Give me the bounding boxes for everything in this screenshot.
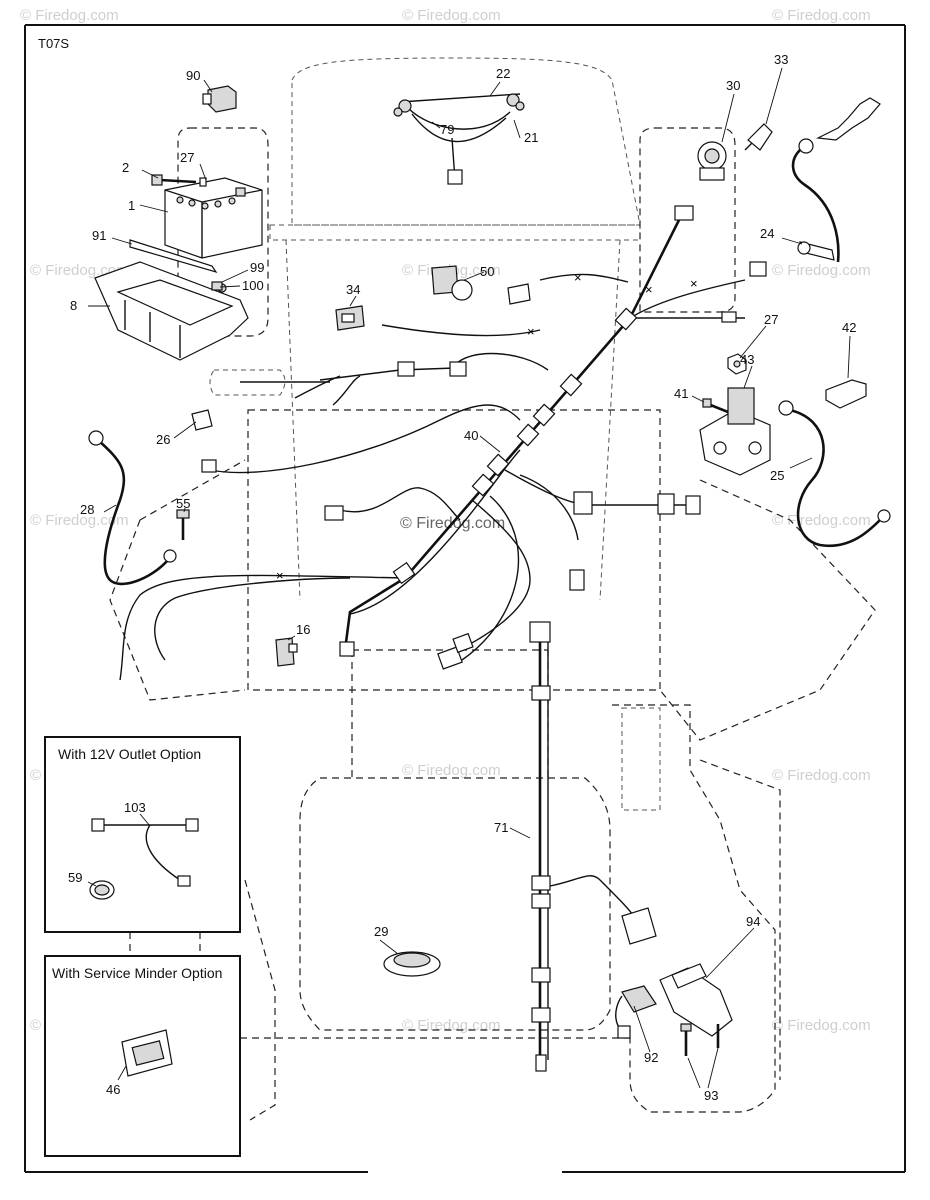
callout-labels: 90 27 2 1 91 99 100 8 22 79 21 30 33 24 … <box>68 52 856 1103</box>
callout-50: 50 <box>480 264 494 279</box>
svg-text:© Firedog.com: © Firedog.com <box>772 7 871 24</box>
callout-40: 40 <box>464 428 478 443</box>
ground-cable <box>88 430 177 586</box>
battery-cable-negative <box>791 97 881 263</box>
reverse-switch-bracket <box>659 963 733 1037</box>
callout-27b: 27 <box>764 312 778 327</box>
svg-text:© Firedog.com: © Firedog.com <box>772 512 871 529</box>
alarm-buzzer <box>383 951 441 977</box>
callout-42: 42 <box>842 320 856 335</box>
seat-switch <box>335 305 365 331</box>
callout-79: 79 <box>440 122 454 137</box>
svg-text:© Firedog.com: © Firedog.com <box>402 1017 501 1034</box>
callout-1: 1 <box>128 198 135 213</box>
callout-100: 100 <box>242 278 264 293</box>
ignition-switch <box>697 141 727 181</box>
reverse-switch <box>615 985 657 1039</box>
callout-21: 21 <box>524 130 538 145</box>
battery-hold-down-knob <box>202 85 237 113</box>
diagram-id: T07S <box>38 36 69 51</box>
power-outlet <box>89 880 115 900</box>
callout-24: 24 <box>760 226 774 241</box>
svg-text:×: × <box>276 568 284 583</box>
callout-16: 16 <box>296 622 310 637</box>
callout-8: 8 <box>70 298 77 313</box>
callout-91: 91 <box>92 228 106 243</box>
solenoid-nut <box>727 353 747 375</box>
svg-text:© Firedog.com: © Firedog.com <box>20 7 119 24</box>
callout-41: 41 <box>674 386 688 401</box>
callout-90: 90 <box>186 68 200 83</box>
battery-tray <box>94 261 249 361</box>
svg-text:© Firedog.com: © Firedog.com <box>772 1017 871 1034</box>
fuse <box>191 409 213 431</box>
service-minder-display <box>121 1029 173 1077</box>
inset-outlet-title: With 12V Outlet Option <box>58 746 201 762</box>
ignition-key <box>744 123 773 151</box>
callout-27a: 27 <box>180 150 194 165</box>
svg-text:© Firedog.com: © Firedog.com <box>402 7 501 24</box>
leader-lines <box>87 67 851 1089</box>
svg-text:×: × <box>645 282 653 297</box>
svg-text:© Firedog.com: © Firedog.com <box>772 767 871 784</box>
callout-55: 55 <box>176 496 190 511</box>
interlock-switch <box>275 637 298 667</box>
outlet-harness <box>91 818 199 887</box>
svg-text:© Firedog.com: © Firedog.com <box>30 512 129 529</box>
callout-28: 28 <box>80 502 94 517</box>
callout-22: 22 <box>496 66 510 81</box>
svg-text:© Firedog.com: © Firedog.com <box>402 762 501 779</box>
callout-29: 29 <box>374 924 388 939</box>
callout-99: 99 <box>250 260 264 275</box>
main-harness: × × × × × <box>119 205 767 681</box>
ground-bolt <box>176 509 190 540</box>
callout-71: 71 <box>494 820 508 835</box>
callout-34: 34 <box>346 282 360 297</box>
callout-30: 30 <box>726 78 740 93</box>
svg-text:×: × <box>690 276 698 291</box>
solenoid-bolt <box>702 398 729 414</box>
callout-25: 25 <box>770 468 784 483</box>
rear-harness <box>529 621 657 1072</box>
callout-46: 46 <box>106 1082 120 1097</box>
headlight-harness <box>393 93 525 185</box>
switch-screws <box>680 1023 720 1056</box>
inset-service-minder: With Service Minder Option <box>44 955 241 1157</box>
starter-solenoid <box>699 387 771 476</box>
outer-frame <box>24 24 906 1173</box>
fuse-block <box>507 283 531 305</box>
battery-strap <box>129 239 218 274</box>
callout-43: 43 <box>740 352 754 367</box>
callout-92: 92 <box>644 1050 658 1065</box>
inset-minder-title: With Service Minder Option <box>52 965 222 981</box>
callout-103: 103 <box>124 800 146 815</box>
callout-26: 26 <box>156 432 170 447</box>
battery-bolt <box>151 174 207 187</box>
callout-2: 2 <box>122 160 129 175</box>
inset-12v-outlet: With 12V Outlet Option <box>44 736 241 933</box>
battery-nut <box>211 281 223 291</box>
pto-switch <box>431 265 473 301</box>
callout-93: 93 <box>704 1088 718 1103</box>
battery-cable-positive <box>778 400 891 548</box>
callout-33: 33 <box>774 52 788 67</box>
svg-text:© Firedog.com: © Firedog.com <box>772 262 871 279</box>
svg-text:×: × <box>527 324 535 339</box>
callout-94: 94 <box>746 914 760 929</box>
battery <box>164 177 263 259</box>
callout-59: 59 <box>68 870 82 885</box>
terminal-boot <box>825 379 867 409</box>
svg-text:×: × <box>574 270 582 285</box>
